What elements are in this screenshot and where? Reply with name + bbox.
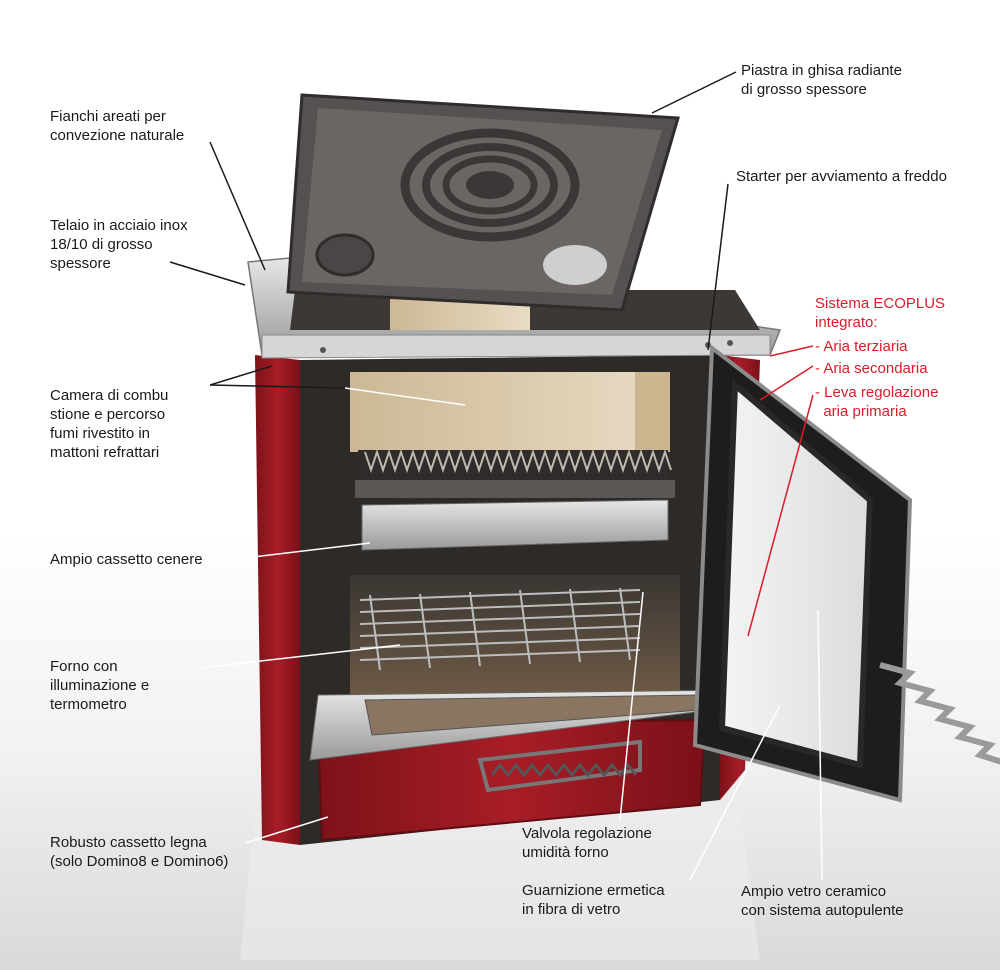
ash-drawer [361,499,669,551]
leader-lines [169,71,737,389]
label-cassetto-legna: Robusto cassetto legna (solo Domino8 e D… [50,834,229,870]
leader-lines-light [199,387,823,881]
label-starter: Starter per avviamento a freddo [736,168,947,185]
label-camera: Camera di combu stione e percorso fumi r… [50,387,169,461]
ceramic-glass [718,378,874,769]
label-piastra: Piastra in ghisa radiante di grosso spes… [741,62,902,98]
label-forno: Forno con illuminazione e termometro [50,658,150,713]
door-handle-spring [879,662,1000,765]
leader-lines-red [747,345,814,637]
stove-body [255,355,300,845]
label-guarnizione: Guarnizione ermetica in fibra di vetro [522,882,665,918]
label-telaio: Telaio in acciaio inox 18/10 di grosso s… [50,217,188,272]
floor-reflection [240,810,760,960]
combustion-chamber [350,372,670,452]
label-vetro: Ampio vetro ceramico con sistema autopul… [741,883,904,919]
oven-handle [477,739,642,793]
fire-grate [355,448,675,498]
label-cassetto-cenere: Ampio cassetto cenere [50,551,203,568]
label-aria-secondaria: - Aria secondaria [815,360,928,377]
label-aria-terziaria: - Aria terziaria [815,338,908,355]
oven-rack [359,587,641,671]
label-valvola: Valvola regolazione umidità forno [522,825,652,861]
label-leva: - Leva regolazione aria primaria [815,384,939,420]
label-fianchi: Fianchi areati per convezione naturale [50,108,185,144]
label-ecoplus-title: Sistema ECOPLUS integrato: [815,295,946,331]
